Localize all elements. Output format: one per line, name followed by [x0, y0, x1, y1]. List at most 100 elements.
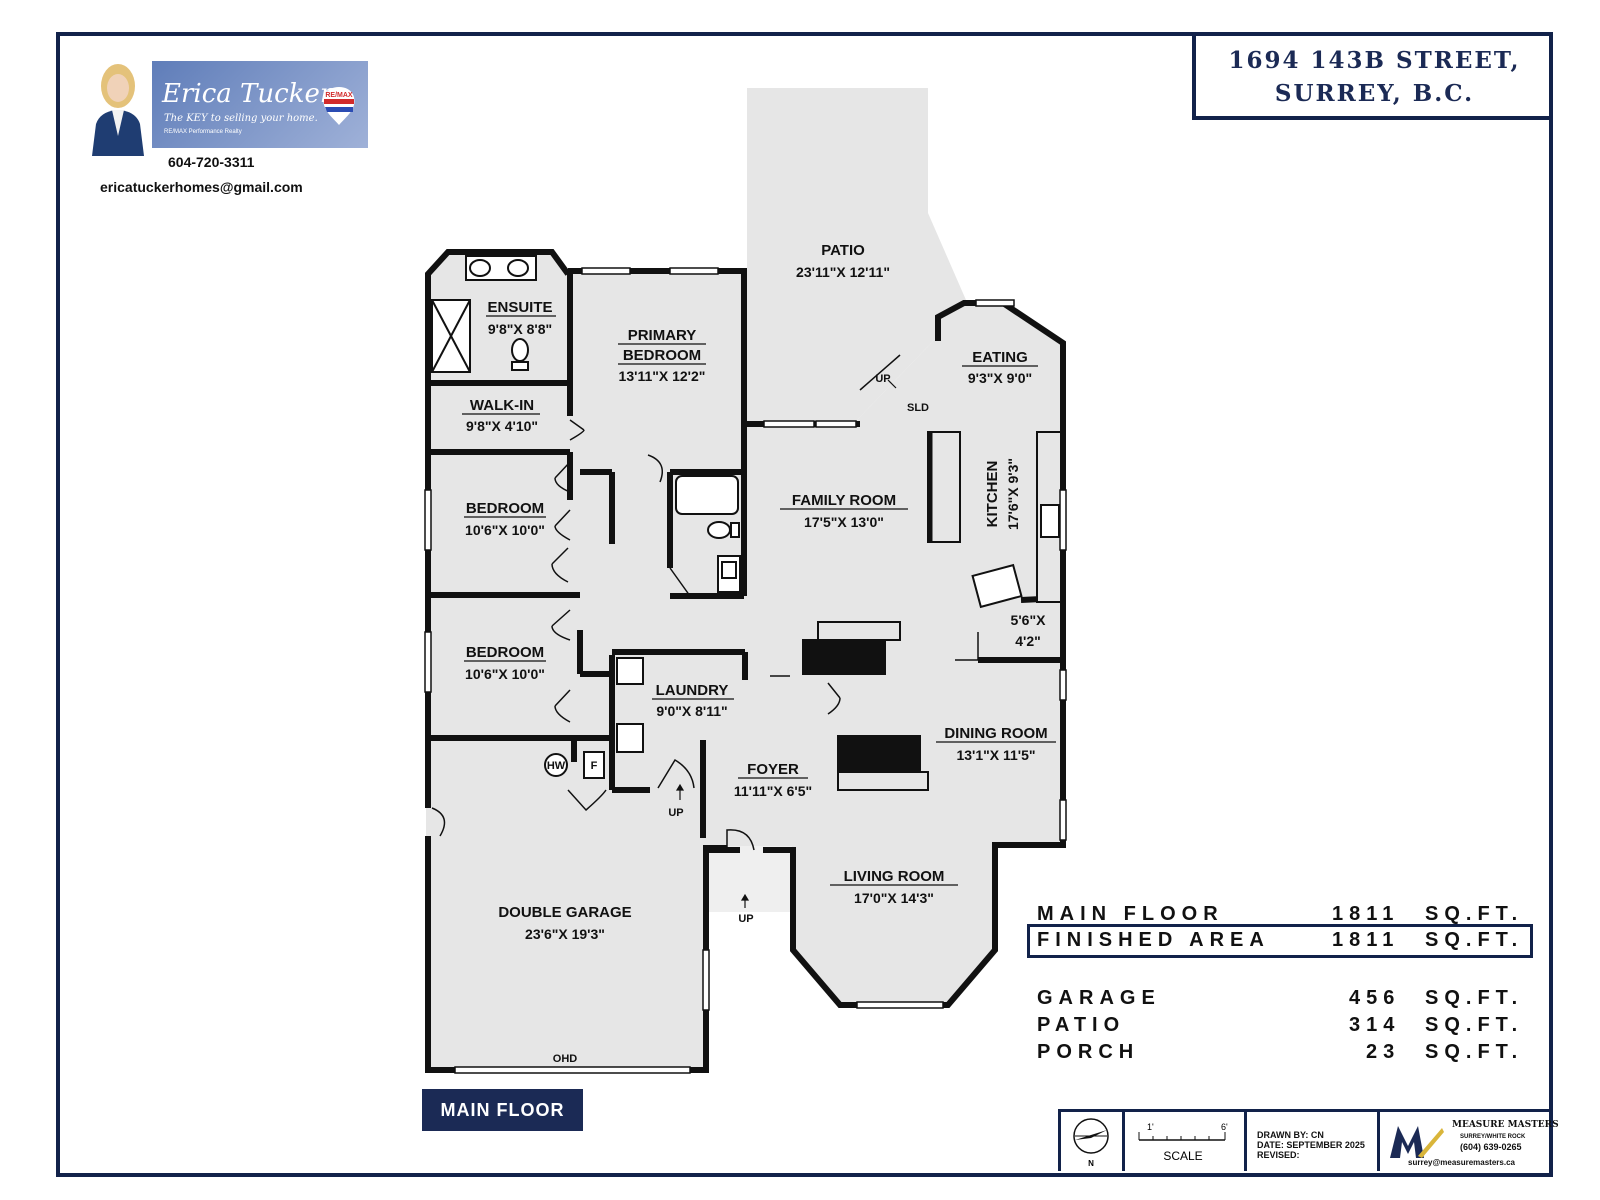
double-garage-dims: 23'6"X 19'3"	[525, 926, 605, 942]
agent-phone: 604-720-3311	[168, 154, 255, 170]
furnace-label: F	[591, 760, 598, 772]
area-unit: SQ.FT.	[1425, 903, 1524, 925]
patio-label: PATIO	[821, 242, 865, 259]
agent-banner: Erica Tucker The KEY to selling your hom…	[152, 61, 368, 148]
walk-in-dims: 9'8"X 4'10"	[466, 418, 538, 434]
ensuite-label: ENSUITE	[487, 299, 552, 316]
scale-end: 6'	[1221, 1122, 1228, 1132]
brand-text: RE/MAX	[325, 92, 353, 99]
area-value: 23	[1366, 1041, 1401, 1063]
area-label: GARAGE	[1037, 987, 1161, 1009]
bathtub-icon	[675, 475, 739, 515]
ohd-label: OHD	[553, 1053, 578, 1065]
north-arrow-icon: N	[1073, 1118, 1109, 1168]
company-email: surrey@measuremasters.ca	[1408, 1158, 1515, 1167]
windows	[424, 267, 1067, 1074]
address-line-2: SURREY, B.C.	[1274, 80, 1475, 107]
area-row-patio: PATIO	[1037, 1014, 1125, 1037]
stove-icon	[971, 563, 1023, 609]
foyer-dims: 11'11"X 6'5"	[734, 783, 812, 799]
balloon-logo-icon: RE/MAX	[323, 87, 355, 125]
area-unit: SQ.FT.	[1425, 929, 1524, 951]
area-unit-garage: SQ.FT.	[1425, 987, 1523, 1010]
sink-icon	[507, 259, 529, 277]
area-label: FINISHED AREA	[1037, 929, 1270, 951]
north-arrow-cell: N	[1058, 1109, 1122, 1171]
up-label-patio: UP	[875, 373, 890, 385]
area-label: MAIN FLOOR	[1037, 903, 1224, 925]
agent-tagline: The KEY to selling your home.	[164, 113, 318, 124]
scale-label: SCALE	[1163, 1149, 1202, 1163]
foyer-label: FOYER	[747, 761, 799, 778]
area-unit-patio: SQ.FT.	[1425, 1014, 1523, 1037]
company-phone: (604) 639-0265	[1460, 1142, 1522, 1152]
area-label: PATIO	[1037, 1014, 1126, 1036]
area-unit: SQ.FT.	[1425, 987, 1524, 1009]
north-label: N	[1088, 1159, 1094, 1168]
primary-bedroom-dims: 13'11"X 12'2"	[619, 368, 706, 384]
finished-area-box	[1027, 924, 1533, 958]
address-box: 1694 143B STREET, SURREY, B.C.	[1192, 32, 1553, 120]
kitchen-sink-icon	[1040, 504, 1060, 538]
area-value: 456	[1349, 987, 1401, 1009]
kitchen-dims: 17'6"X 9'3"	[1005, 458, 1021, 530]
floor-tag: MAIN FLOOR	[422, 1089, 583, 1131]
area-value: 1811	[1332, 903, 1400, 925]
fireplace-icon	[802, 639, 886, 675]
area-unit: SQ.FT.	[1425, 1041, 1524, 1063]
address-line-1: 1694 143B STREET,	[1228, 47, 1521, 74]
drawn-by: DRAWN BY: CN	[1257, 1130, 1324, 1140]
family-room-dims: 17'5"X 13'0"	[804, 514, 884, 530]
washer-icon	[616, 657, 644, 685]
area-row-garage: GARAGE	[1037, 987, 1161, 1010]
agent-company: RE/MAX Performance Realty	[164, 129, 242, 135]
sink-icon	[721, 561, 737, 579]
bedroom-1-dims: 10'6"X 10'0"	[465, 522, 545, 538]
up-label-laundry: UP	[668, 807, 683, 819]
revised: REVISED:	[1257, 1150, 1300, 1160]
bedroom-2-label: BEDROOM	[466, 644, 544, 661]
area-value: 1811	[1332, 929, 1400, 951]
area-unit-main-floor: SQ.FT.	[1425, 903, 1523, 926]
bedroom-1-label: BEDROOM	[466, 500, 544, 517]
area-unit: SQ.FT.	[1425, 1014, 1524, 1036]
hw-label: HW	[547, 760, 566, 772]
family-room-label: FAMILY ROOM	[792, 492, 896, 509]
ensuite-dims: 9'8"X 8'8"	[488, 321, 552, 337]
company-cell: MEASURE MASTERS SURREY/WHITE ROCK (604) …	[1377, 1109, 1559, 1171]
sink-icon	[469, 259, 491, 277]
double-garage-label: DOUBLE GARAGE	[498, 904, 631, 921]
doors	[431, 354, 985, 851]
primary-bedroom-label-1: PRIMARY	[628, 327, 697, 344]
up-label-porch: UP	[738, 913, 753, 925]
area-row-finished: FINISHED AREA	[1037, 929, 1270, 952]
scale-bar-icon: 1' 6' SCALE	[1138, 1122, 1228, 1163]
area-value-garage: 456	[1349, 987, 1400, 1010]
furnace-icon	[583, 751, 605, 779]
agent-photo	[92, 64, 144, 156]
living-room-dims: 17'0"X 14'3"	[854, 890, 934, 906]
agent-name: Erica Tucker	[162, 79, 333, 109]
company-name: MEASURE MASTERS	[1452, 1120, 1559, 1130]
laundry-label: LAUNDRY	[656, 682, 729, 699]
walk-in-label: WALK-IN	[470, 397, 534, 414]
sld-label: SLD	[907, 402, 929, 414]
area-row-main-floor: MAIN FLOOR	[1037, 903, 1224, 926]
island-counter-icon	[927, 431, 961, 543]
toilet-icon	[511, 338, 529, 362]
agent-email: ericatuckerhomes@gmail.com	[100, 179, 303, 195]
eating-dims: 9'3"X 9'0"	[968, 370, 1032, 386]
kitchen-label: KITCHEN	[984, 461, 1001, 528]
area-unit-porch: SQ.FT.	[1425, 1041, 1523, 1064]
drawn-by-cell: DRAWN BY: CN DATE: SEPTEMBER 2025 REVISE…	[1244, 1109, 1377, 1171]
area-unit-finished: SQ.FT.	[1425, 929, 1523, 952]
bedroom-2-dims: 10'6"X 10'0"	[465, 666, 545, 682]
area-value-porch: 23	[1366, 1041, 1400, 1064]
porch-area	[705, 846, 792, 912]
eating-label: EATING	[972, 349, 1028, 366]
water-heater-icon	[544, 753, 568, 777]
up-arrows	[675, 379, 897, 908]
toilet-icon	[707, 521, 731, 539]
pantry-dims-1: 5'6"X	[1011, 612, 1047, 628]
